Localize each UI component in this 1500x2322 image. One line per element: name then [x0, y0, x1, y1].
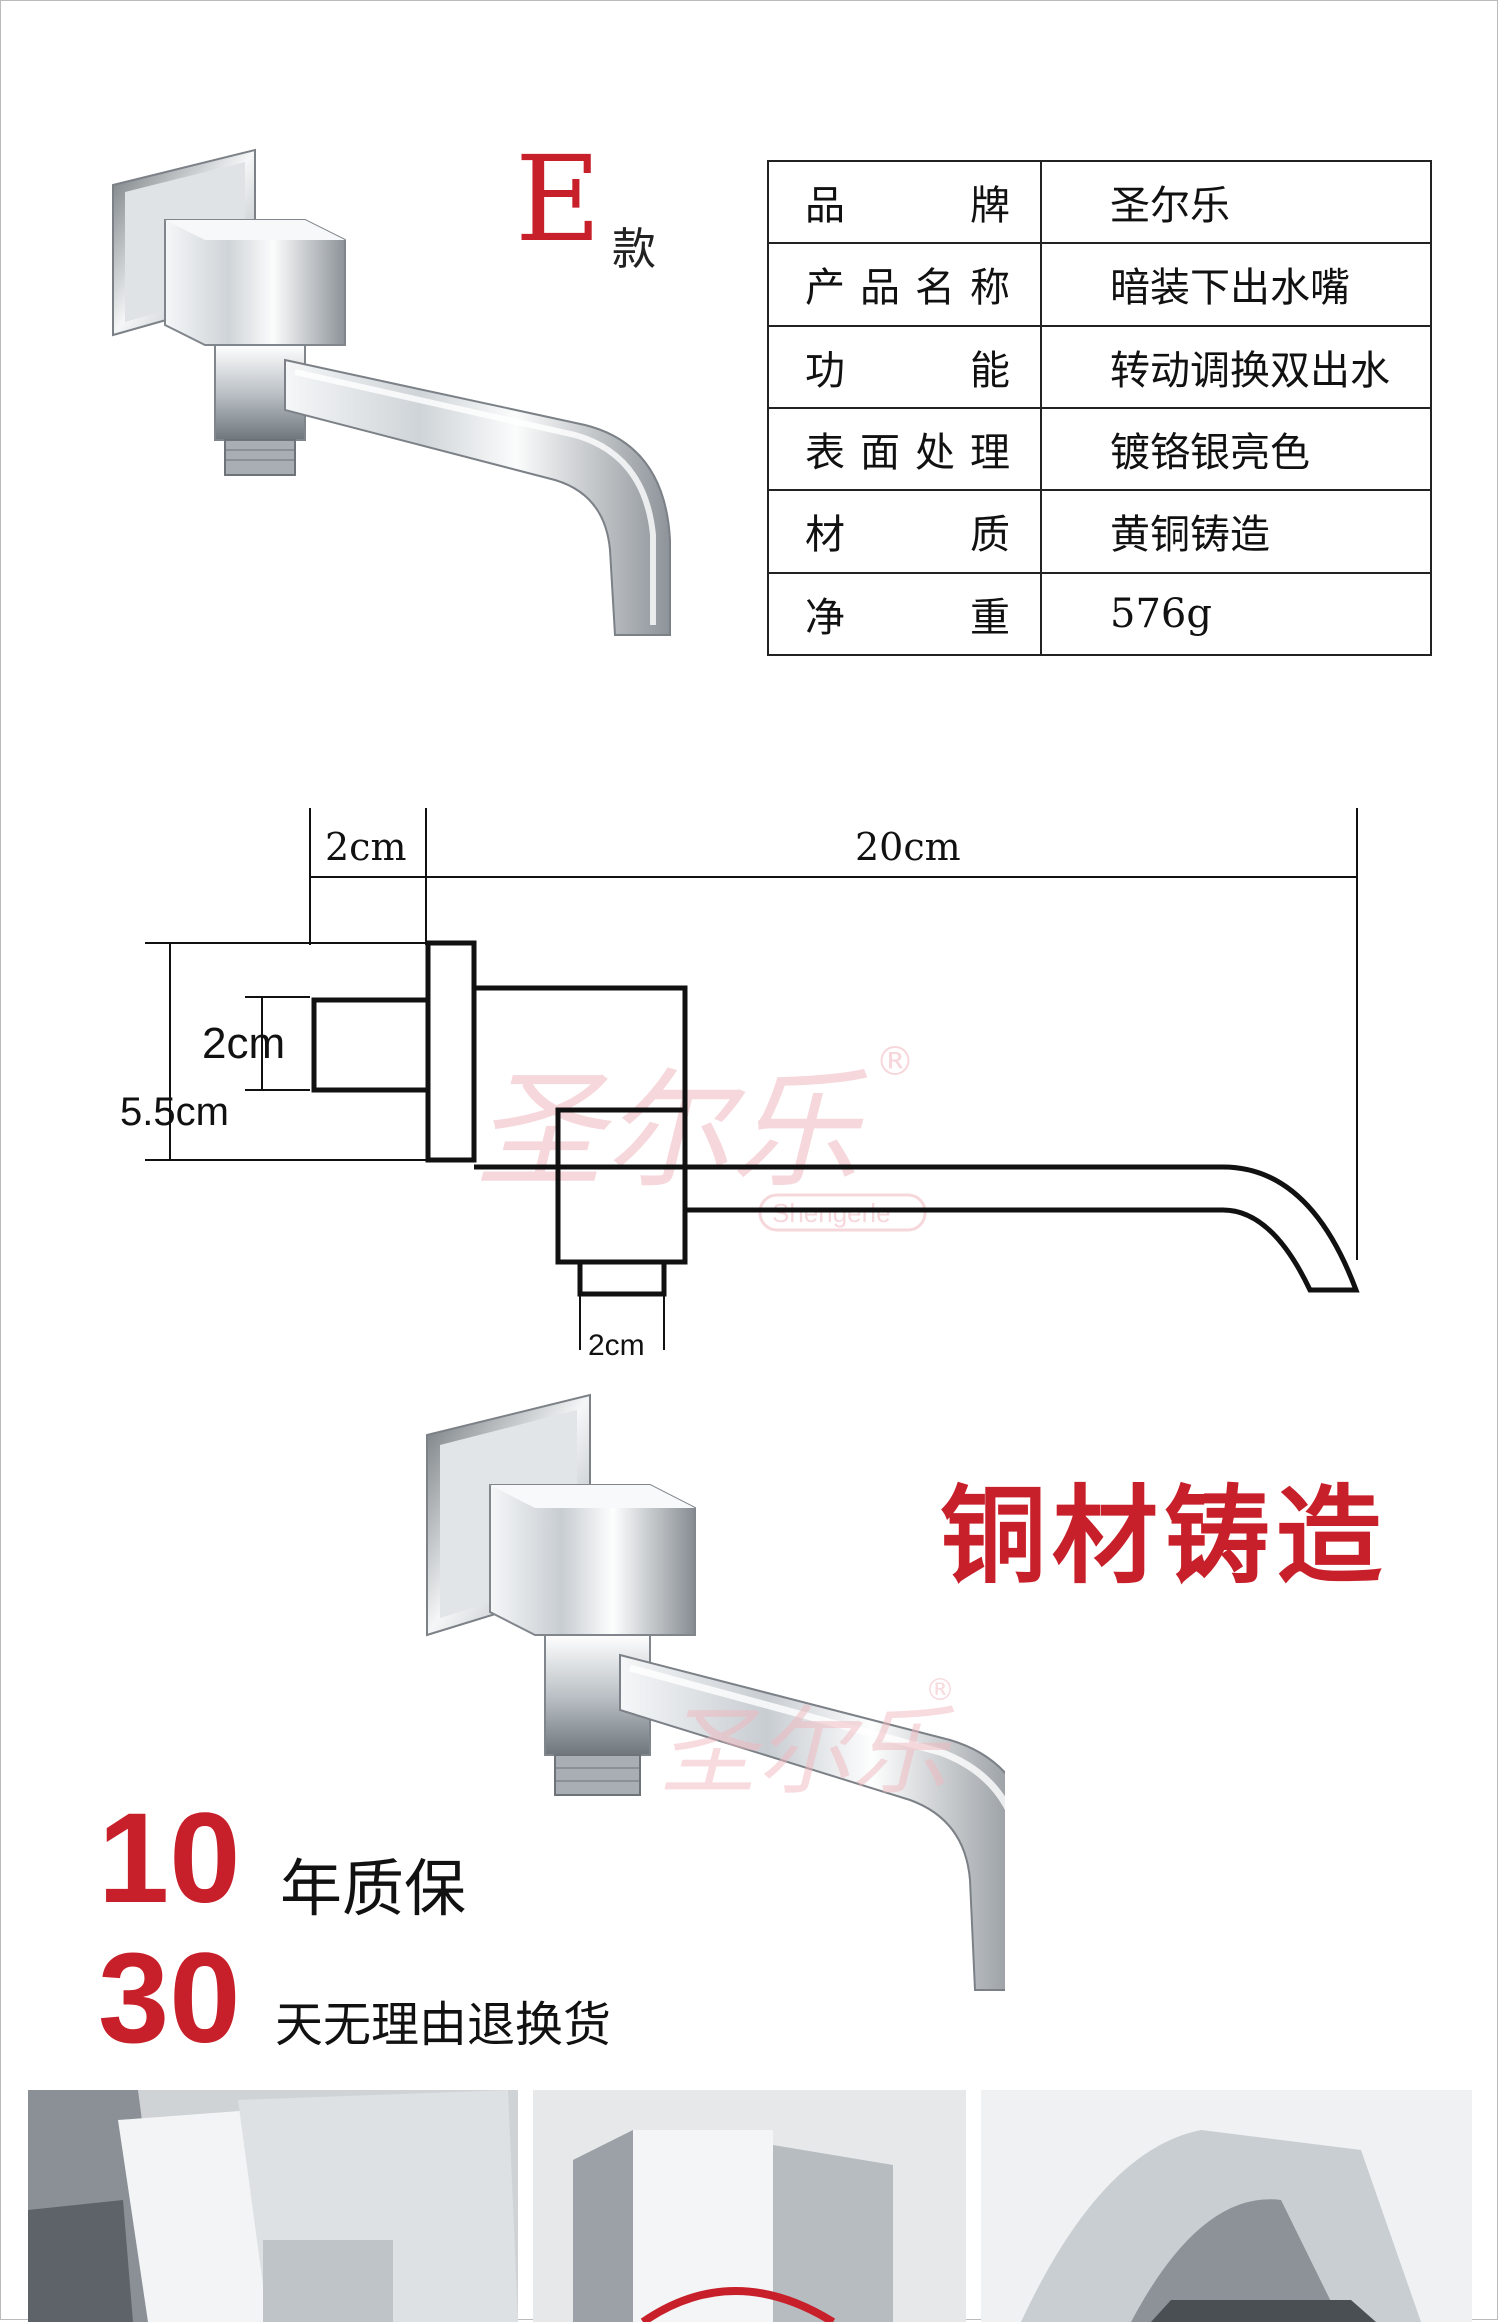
model-suffix: 款: [612, 224, 656, 275]
watermark-brand: 圣尔乐: [475, 1057, 868, 1206]
slogan-copper-casting: 铜材铸造: [940, 1475, 1388, 1598]
spec-row-brand: 品 牌 圣尔乐: [767, 159, 1432, 245]
warranty-number: 10: [98, 1787, 241, 1930]
spec-label: 品 牌: [767, 159, 1042, 245]
spec-row-name: 产品名称 暗装下出水嘴: [767, 242, 1432, 327]
detail-photo-plate: [533, 2090, 966, 2322]
dim-top-right: 20cm: [855, 825, 961, 869]
spec-value: 镀铬银亮色: [1040, 406, 1432, 492]
dim-top-left: 2cm: [325, 825, 407, 869]
spec-row-material: 材 质 黄铜铸造: [767, 489, 1432, 574]
spec-value: 转动调换双出水: [1040, 324, 1432, 409]
spec-row-finish: 表面处理 镀铬银亮色: [767, 406, 1432, 492]
faucet-product-image: [112, 148, 671, 636]
spec-label: 表面处理: [767, 406, 1042, 492]
spec-value: 黄铜铸造: [1040, 489, 1432, 574]
dimension-drawing: 圣尔乐 ® Shengerle 2cm 20cm 2cm 5.5cm 2cm: [120, 808, 1360, 1362]
detail-photo-body: [28, 2090, 518, 2322]
spec-label: 功 能: [767, 324, 1042, 409]
return-text: 天无理由退换货: [275, 1997, 612, 2053]
model-letter: E: [515, 130, 602, 268]
spec-value: 圣尔乐: [1040, 159, 1432, 245]
spec-table: 品 牌 圣尔乐 产品名称 暗装下出水嘴 功 能 转动调换双出水 表面处理 镀铬银…: [767, 159, 1432, 657]
watermark-registered-2: ®: [925, 1673, 955, 1708]
dim-left-inner: 2cm: [202, 1019, 285, 1068]
spec-value: 暗装下出水嘴: [1040, 242, 1432, 327]
spec-row-weight: 净 重 576g: [767, 571, 1432, 657]
return-number: 30: [98, 1927, 241, 2070]
dim-bottom: 2cm: [588, 1329, 645, 1362]
watermark-latin: Shengerle: [772, 1198, 891, 1228]
spec-label: 材 质: [767, 489, 1042, 574]
watermark-brand-2: 圣尔乐: [660, 1696, 955, 1808]
dim-left-outer: 5.5cm: [120, 1090, 229, 1134]
watermark-registered: ®: [875, 1039, 915, 1085]
spec-label: 产品名称: [767, 242, 1042, 327]
spec-label: 净 重: [767, 571, 1042, 657]
spec-row-function: 功 能 转动调换双出水: [767, 324, 1432, 409]
faucet-product-image-large: 圣尔乐 ®: [426, 1393, 1005, 1991]
detail-photo-spout: [981, 2090, 1472, 2322]
spec-value: 576g: [1040, 571, 1432, 657]
warranty-text: 年质保: [280, 1852, 467, 1925]
brand-watermark: 圣尔乐 ® Shengerle: [475, 1039, 927, 1232]
